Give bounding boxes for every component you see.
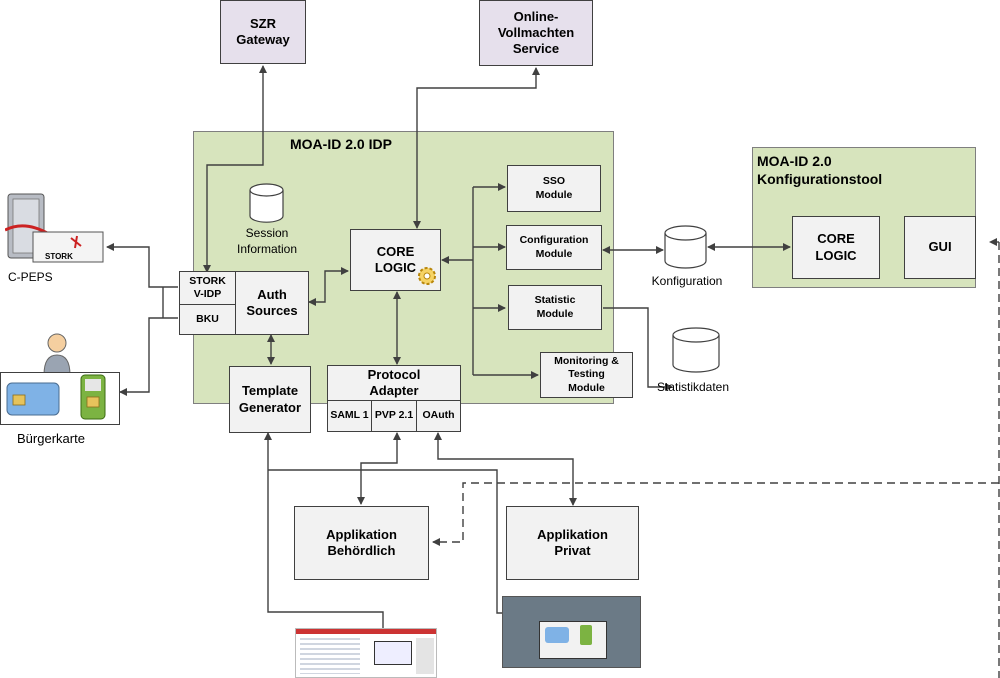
monitoring-module-box[interactable]: Monitoring & Testing Module [540,352,633,398]
core-logic-label: CORE LOGIC [374,243,417,275]
applikation-privat-box[interactable]: Applikation Privat [506,506,639,580]
template-generator-box[interactable]: Template Generator [229,366,311,433]
buergerkarte-frame [0,372,120,425]
konfiguration-label: Konfiguration [651,274,723,288]
session-cylinder-icon [249,183,284,223]
sso-module-box[interactable]: SSO Module [507,165,601,212]
statistikdaten-label: Statistikdaten [656,380,730,394]
oauth-box[interactable]: OAuth [416,400,461,432]
auth-sources-box[interactable]: Auth Sources [235,271,309,335]
person-icon [42,333,72,376]
web-page-thumbnail [295,628,437,678]
cpeps-label: C-PEPS [8,270,53,284]
protocol-adapter-box[interactable]: Protocol Adapter [327,365,461,401]
statistic-module-box[interactable]: Statistic Module [508,285,602,330]
szr-gateway-box[interactable]: SZR Gateway [220,0,306,64]
tool-core-logic-box[interactable]: CORE LOGIC [792,216,880,279]
idp-title: MOA-ID 2.0 IDP [290,136,392,152]
statistik-cylinder-icon [672,327,720,373]
configuration-module-box[interactable]: Configuration Module [506,225,602,270]
gui-box[interactable]: GUI [904,216,976,279]
tool-title: MOA-ID 2.0 Konfigurationstool [757,153,883,188]
vollmachten-service-box[interactable]: Online- Vollmachten Service [479,0,593,66]
applikation-behoerdlich-box[interactable]: Applikation Behördlich [294,506,429,580]
bku-box[interactable]: BKU [179,304,236,335]
gear-icon [416,265,438,287]
buergerkarte-label: Bürgerkarte [17,431,85,446]
pvp21-box[interactable]: PVP 2.1 [371,400,417,432]
stork-vidp-box[interactable]: STORK V-IDP [179,271,236,305]
server-icon [4,190,105,268]
smartcard-icon [6,374,106,420]
saml1-box[interactable]: SAML 1 [327,400,372,432]
idp-core-logic-box[interactable]: CORE LOGIC [350,229,441,291]
stork-tag-label: STORK [45,252,73,261]
session-label: Session Information [236,226,298,256]
app-screenshot-thumbnail [502,596,641,668]
konfiguration-cylinder-icon [664,225,707,269]
